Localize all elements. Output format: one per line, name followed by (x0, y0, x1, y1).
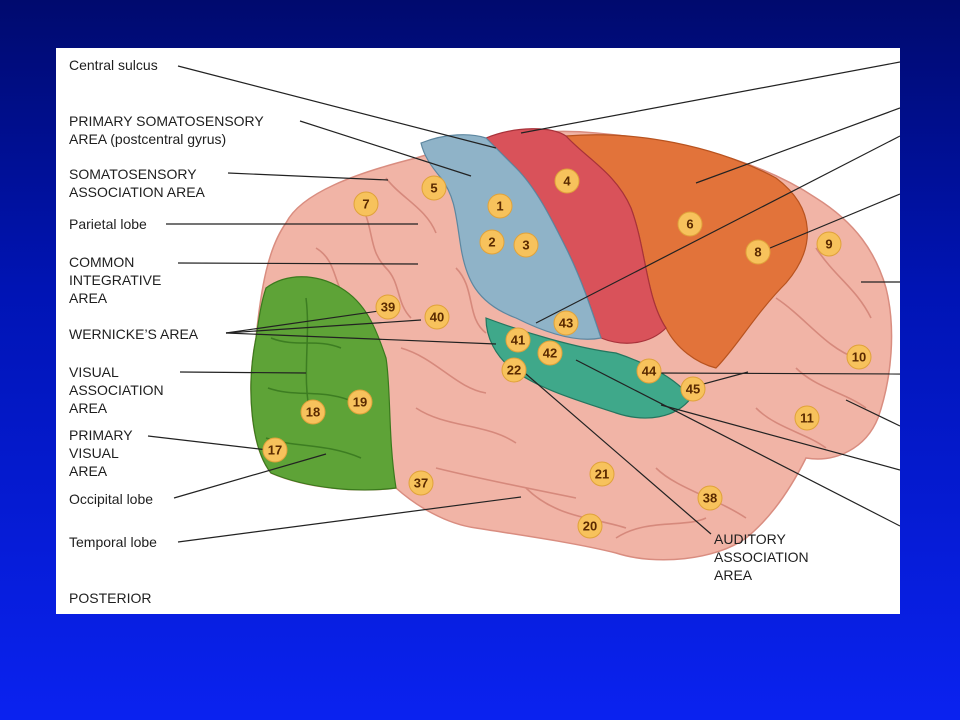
area-badge-circle (677, 211, 703, 237)
area-badge-circle (589, 461, 615, 487)
visual-region (250, 276, 397, 491)
area-badge-39: 39 (375, 294, 401, 320)
area-badge-number: 6 (686, 217, 693, 232)
area-badge-number: 19 (353, 395, 367, 410)
area-badge-circle (408, 470, 434, 496)
area-badge-circle (554, 168, 580, 194)
label-wernickes-area: WERNICKE’S AREA (69, 326, 199, 342)
area-badge-number: 17 (268, 443, 282, 458)
area-badge-22: 22 (501, 357, 527, 383)
area-badge-41: 41 (505, 327, 531, 353)
area-badge-number: 38 (703, 491, 717, 506)
label-common-integrative: COMMON INTEGRATIVE AREA (69, 254, 162, 306)
label-visual-association: VISUAL ASSOCIATION AREA (69, 364, 164, 416)
area-badge-circle (479, 229, 505, 255)
area-badge-number: 21 (595, 467, 609, 482)
area-badge-number: 42 (543, 346, 557, 361)
area-badge-circle (553, 310, 579, 336)
area-badge-circle (636, 358, 662, 384)
area-badge-43: 43 (553, 310, 579, 336)
area-badge-circle (537, 340, 563, 366)
area-badge-17: 17 (262, 437, 288, 463)
label-auditory-association: AUDITORY ASSOCIATION AREA (714, 531, 809, 583)
area-badge-circle (375, 294, 401, 320)
area-badge-circle (505, 327, 531, 353)
area-badge-circle (794, 405, 820, 431)
area-badge-4: 4 (554, 168, 580, 194)
area-badge-number: 39 (381, 300, 395, 315)
label-parietal-lobe: Parietal lobe (69, 216, 147, 232)
area-badge-3: 3 (513, 232, 539, 258)
area-badge-number: 1 (496, 199, 503, 214)
area-badge-number: 4 (563, 174, 571, 189)
somatosensory-region (420, 134, 602, 340)
area-badge-2: 2 (479, 229, 505, 255)
label-primary-somatosensory: PRIMARY SOMATOSENSORY AREA (postcentral … (69, 113, 264, 147)
area-badge-circle (680, 376, 706, 402)
area-badge-number: 2 (488, 235, 495, 250)
area-badge-20: 20 (577, 513, 603, 539)
area-badge-42: 42 (537, 340, 563, 366)
area-badge-44: 44 (636, 358, 662, 384)
area-badge-number: 45 (686, 382, 700, 397)
label-occipital-lobe: Occipital lobe (69, 491, 154, 507)
area-badge-circle (846, 344, 872, 370)
leader-lines (147, 61, 900, 543)
area-badge-9: 9 (816, 231, 842, 257)
area-badge-19: 19 (347, 389, 373, 415)
area-badge-circle (421, 175, 447, 201)
label-somatosensory-association: SOMATOSENSORY ASSOCIATION AREA (69, 166, 205, 200)
area-badge-number: 43 (559, 316, 573, 331)
area-badge-number: 41 (511, 333, 525, 348)
area-badge-18: 18 (300, 399, 326, 425)
area-badge-38: 38 (697, 485, 723, 511)
area-badge-circle (424, 304, 450, 330)
area-badge-number: 7 (362, 197, 369, 212)
label-central-sulcus: Central sulcus (69, 57, 158, 73)
area-badge-number: 10 (852, 350, 866, 365)
area-badge-circle (501, 357, 527, 383)
label-temporal-lobe: Temporal lobe (69, 534, 157, 550)
area-badge-number: 20 (583, 519, 597, 534)
area-badge-circle (697, 485, 723, 511)
area-badge-number: 44 (642, 364, 657, 379)
area-badge-number: 37 (414, 476, 428, 491)
area-badge-7: 7 (353, 191, 379, 217)
area-badge-circle (745, 239, 771, 265)
area-badge-number: 5 (430, 181, 437, 196)
area-badge-circle (816, 231, 842, 257)
area-badge-8: 8 (745, 239, 771, 265)
area-badge-11: 11 (794, 405, 820, 431)
area-badge-number: 22 (507, 363, 521, 378)
area-badge-number: 11 (800, 411, 814, 426)
area-badge-5: 5 (421, 175, 447, 201)
label-primary-visual: PRIMARY VISUAL AREA (69, 427, 133, 479)
area-badge-circle (353, 191, 379, 217)
area-badge-6: 6 (677, 211, 703, 237)
area-badge-number: 9 (825, 237, 832, 252)
area-badge-circle (300, 399, 326, 425)
area-badge-number: 3 (522, 238, 529, 253)
area-badge-21: 21 (589, 461, 615, 487)
area-badge-circle (487, 193, 513, 219)
area-badge-number: 18 (306, 405, 320, 420)
area-badge-40: 40 (424, 304, 450, 330)
area-badge-45: 45 (680, 376, 706, 402)
area-badge-circle (577, 513, 603, 539)
area-badge-circle (513, 232, 539, 258)
area-badge-37: 37 (408, 470, 434, 496)
area-badge-10: 10 (846, 344, 872, 370)
area-badge-number: 40 (430, 310, 444, 325)
area-badge-1: 1 (487, 193, 513, 219)
area-badge-circle (347, 389, 373, 415)
area-badge-number: 8 (754, 245, 761, 260)
area-badge-circle (262, 437, 288, 463)
label-posterior: POSTERIOR (69, 590, 152, 606)
